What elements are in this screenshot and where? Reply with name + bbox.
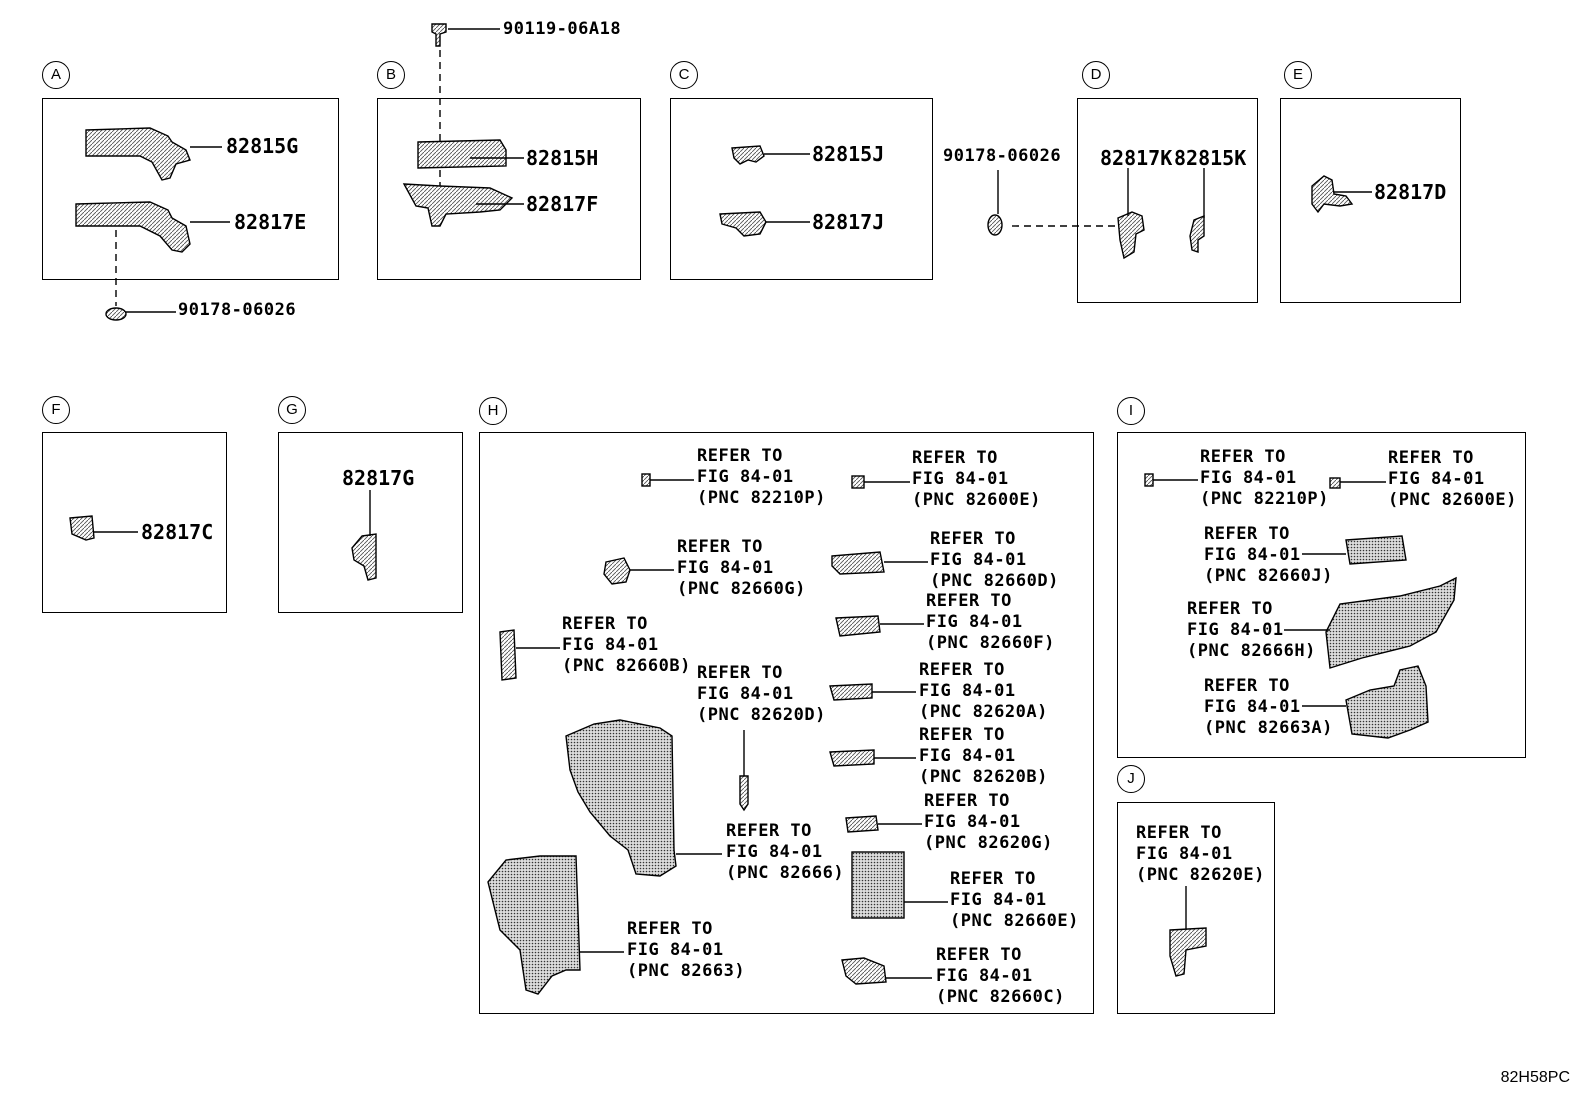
bolt-90119-drawing[interactable] <box>431 23 447 47</box>
box-82663A-i[interactable] <box>1345 665 1429 739</box>
ref-82620B-h[interactable]: REFER TO FIG 84-01 (PNC 82620B) <box>919 725 1048 787</box>
ref-82660B-h[interactable]: REFER TO FIG 84-01 (PNC 82660B) <box>562 614 691 676</box>
ref-82666H-i[interactable]: REFER TO FIG 84-01 (PNC 82666H) <box>1187 599 1316 661</box>
ref-82663A-i[interactable]: REFER TO FIG 84-01 (PNC 82663A) <box>1204 676 1333 738</box>
part-82817G-label[interactable]: 82817G <box>342 466 415 490</box>
section-b-marker[interactable]: B <box>377 61 405 89</box>
section-b-box <box>377 98 641 280</box>
section-d-marker[interactable]: D <box>1082 61 1110 89</box>
ref-82620A-h[interactable]: REFER TO FIG 84-01 (PNC 82620A) <box>919 660 1048 722</box>
part-82817J-label[interactable]: 82817J <box>812 210 885 234</box>
ref-82660F-h[interactable]: REFER TO FIG 84-01 (PNC 82660F) <box>926 591 1055 653</box>
cover-82666H-i[interactable] <box>1325 576 1457 669</box>
section-g-box <box>278 432 463 613</box>
section-i-marker[interactable]: I <box>1117 397 1145 425</box>
clip-90178-a-drawing[interactable] <box>105 307 127 321</box>
diagram-code: 82H58PC <box>1500 1069 1570 1086</box>
section-e-marker[interactable]: E <box>1284 61 1312 89</box>
clip-90178-d-drawing[interactable] <box>987 214 1003 236</box>
part-82815J-drawing[interactable] <box>731 145 765 165</box>
connector-82600E-h[interactable] <box>851 475 865 489</box>
part-82817F-label[interactable]: 82817F <box>526 192 599 216</box>
ref-82620G-h[interactable]: REFER TO FIG 84-01 (PNC 82620G) <box>924 791 1053 853</box>
ref-82663-h[interactable]: REFER TO FIG 84-01 (PNC 82663) <box>627 919 746 981</box>
section-f-box <box>42 432 227 613</box>
part-82817F-drawing[interactable] <box>402 183 514 227</box>
connector-82620E-j[interactable] <box>1169 927 1207 977</box>
section-e-box <box>1280 98 1461 303</box>
section-j-box <box>1117 802 1275 1014</box>
connector-82210P-i[interactable] <box>1144 473 1154 487</box>
section-f-marker[interactable]: F <box>42 396 70 424</box>
connector-82620A-h[interactable] <box>829 683 873 701</box>
fuse-block-82666-h[interactable] <box>565 719 677 877</box>
connector-82660C-h[interactable] <box>841 957 887 985</box>
part-82817C-label[interactable]: 82817C <box>141 520 214 544</box>
part-82815G-label[interactable]: 82815G <box>226 134 299 158</box>
connector-82660D-h[interactable] <box>831 551 885 575</box>
ref-82210P-i[interactable]: REFER TO FIG 84-01 (PNC 82210P) <box>1200 447 1329 509</box>
part-82817J-drawing[interactable] <box>719 211 767 237</box>
part-82817D-label[interactable]: 82817D <box>1374 180 1447 204</box>
part-82815H-label[interactable]: 82815H <box>526 146 599 170</box>
connector-82660B-h[interactable] <box>499 629 517 681</box>
part-82817E-label[interactable]: 82817E <box>234 210 307 234</box>
part-82815K-drawing[interactable] <box>1189 214 1205 253</box>
junction-block-82660E-h[interactable] <box>851 851 905 919</box>
section-h-box <box>479 432 1094 1014</box>
section-a-marker[interactable]: A <box>42 61 70 89</box>
ref-82666-h[interactable]: REFER TO FIG 84-01 (PNC 82666) <box>726 821 845 883</box>
part-82817D-drawing[interactable] <box>1311 175 1354 214</box>
connector-82660J-i[interactable] <box>1345 535 1407 565</box>
section-i-box <box>1117 432 1526 758</box>
section-c-box <box>670 98 933 280</box>
connector-82620B-h[interactable] <box>829 749 875 767</box>
ref-82660C-h[interactable]: REFER TO FIG 84-01 (PNC 82660C) <box>936 945 1065 1007</box>
ref-82660J-i[interactable]: REFER TO FIG 84-01 (PNC 82660J) <box>1204 524 1333 586</box>
ref-82600E-i[interactable]: REFER TO FIG 84-01 (PNC 82600E) <box>1388 448 1517 510</box>
ref-82660G-h[interactable]: REFER TO FIG 84-01 (PNC 82660G) <box>677 537 806 599</box>
connector-82620G-h[interactable] <box>845 815 879 833</box>
ref-82600E-h[interactable]: REFER TO FIG 84-01 (PNC 82600E) <box>912 448 1041 510</box>
ref-82660D-h[interactable]: REFER TO FIG 84-01 (PNC 82660D) <box>930 529 1059 591</box>
connector-82210P-h[interactable] <box>641 473 651 487</box>
section-j-marker[interactable]: J <box>1117 765 1145 793</box>
part-82817K-drawing[interactable] <box>1117 211 1145 260</box>
part-82817E-drawing[interactable] <box>75 201 191 253</box>
part-82815H-drawing[interactable] <box>417 139 507 169</box>
connector-82600E-i[interactable] <box>1329 477 1341 489</box>
section-g-marker[interactable]: G <box>278 396 306 424</box>
section-c-marker[interactable]: C <box>670 61 698 89</box>
part-82817K-label[interactable]: 82817K <box>1100 146 1173 170</box>
fuse-box-82663-h[interactable] <box>487 855 581 995</box>
ref-82620D-h[interactable]: REFER TO FIG 84-01 (PNC 82620D) <box>697 663 826 725</box>
section-a-box <box>42 98 339 280</box>
ref-82660E-h[interactable]: REFER TO FIG 84-01 (PNC 82660E) <box>950 869 1079 931</box>
part-82817G-drawing[interactable] <box>351 533 377 581</box>
ref-82620E-j[interactable]: REFER TO FIG 84-01 (PNC 82620E) <box>1136 823 1265 885</box>
part-90178-d-label[interactable]: 90178-06026 <box>943 146 1062 166</box>
connector-82660F-h[interactable] <box>835 615 881 637</box>
ref-82210P-h[interactable]: REFER TO FIG 84-01 (PNC 82210P) <box>697 446 826 508</box>
part-82815K-label[interactable]: 82815K <box>1174 146 1247 170</box>
part-82815J-label[interactable]: 82815J <box>812 142 885 166</box>
part-90178-a-label[interactable]: 90178-06026 <box>178 300 297 320</box>
section-d-box <box>1077 98 1258 303</box>
connector-82620D-h[interactable] <box>739 775 749 812</box>
part-90119-label[interactable]: 90119-06A18 <box>503 19 622 39</box>
part-82817C-drawing[interactable] <box>69 515 95 541</box>
part-82815G-drawing[interactable] <box>85 127 191 181</box>
section-h-marker[interactable]: H <box>479 397 507 425</box>
connector-82660G-h[interactable] <box>603 557 631 585</box>
